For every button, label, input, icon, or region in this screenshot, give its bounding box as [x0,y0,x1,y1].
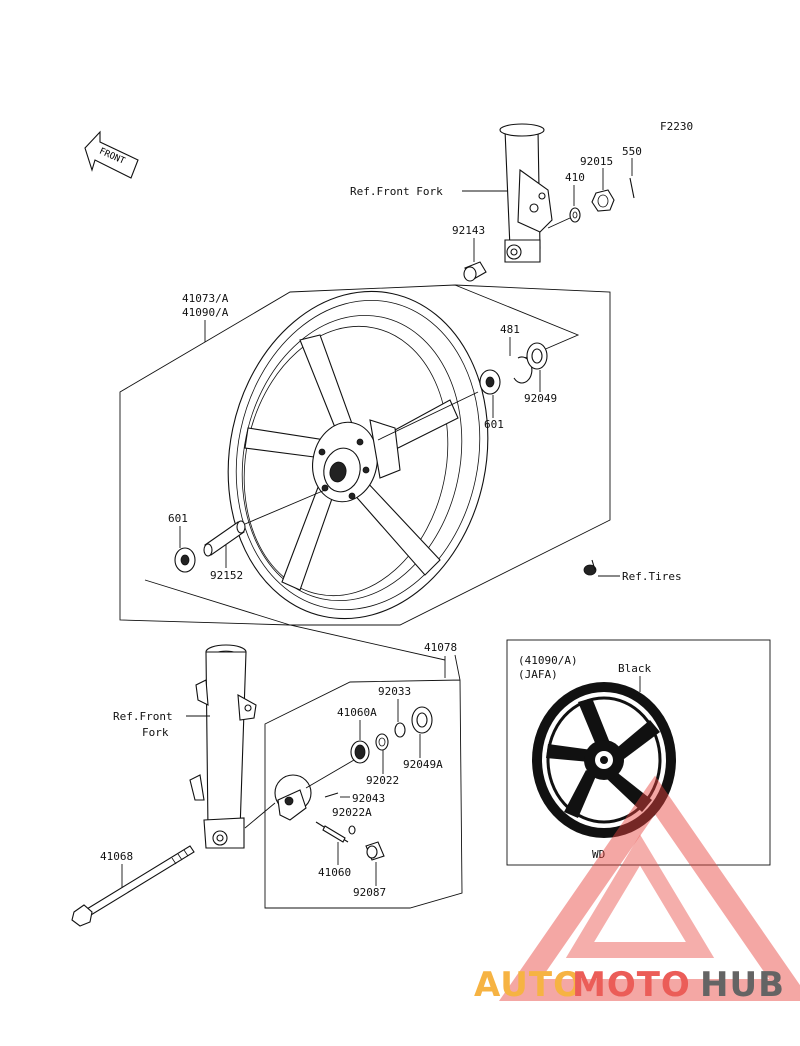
part-41090a-label: 41090/A [182,306,229,319]
part-92022a-label: 92022A [332,806,372,819]
axle-41068 [71,845,195,927]
collar-92143 [463,261,487,282]
nut-92015 [591,189,615,212]
oil-seal-92049a [411,706,433,734]
front-direction-arrow: FRONT [84,130,139,179]
inset-code-label: (41090/A) [518,654,578,667]
part-481-label: 481 [500,323,520,336]
bearing-601-right [479,369,501,395]
inset-wheel-black [532,682,676,838]
part-92049-label: 92049 [524,392,557,405]
gear-assembly-bracket [264,654,463,909]
gear-housing [274,759,355,821]
part-601-right-label: 601 [484,418,504,431]
ref-front-fork-bottom-label-1: Ref.Front [113,710,173,723]
part-92015-label: 92015 [580,155,613,168]
part-92143-label: 92143 [452,224,485,237]
washer-92022 [375,733,389,751]
tire-valve [583,559,597,576]
watermark-hub: HUB [700,965,785,1005]
part-92043-label: 92043 [352,792,385,805]
part-550-label: 550 [622,145,642,158]
part-41073a-label: 41073/A [182,292,229,305]
watermark-moto: MOTO [572,965,691,1005]
ref-front-fork-bottom-label-2: Fork [142,726,169,739]
inset-wd-label: WD [592,848,605,861]
front-fork-bottom [189,644,257,849]
part-601-left-label: 601 [168,512,188,525]
part-92033-label: 92033 [378,685,411,698]
washer-92022a [348,825,356,835]
front-fork-top [499,123,553,263]
spacer-92152 [203,520,246,557]
part-92087-label: 92087 [353,886,386,899]
part-92049a-label: 92049A [403,758,443,771]
bearing-601-left [174,547,196,573]
part-92152-label: 92152 [210,569,243,582]
ref-front-fork-top-label: Ref.Front Fork [350,185,443,198]
inset-region-label: (JAFA) [518,668,558,681]
washer-410 [569,207,581,223]
shaft-41060 [315,821,349,843]
figure-code: F2230 [660,120,693,133]
gear-41060a [350,740,370,764]
oil-seal-92049 [526,342,548,370]
automotohub-watermark: AUTO MOTO HUB [474,775,800,1005]
cotter-pin-550 [629,177,635,199]
front-wheel [227,290,489,620]
circlip-481 [513,356,533,384]
ring-92033 [394,722,406,738]
part-41060-label: 41060 [318,866,351,879]
pin-92043 [324,792,339,798]
watermark-auto: AUTO [474,965,583,1005]
inset-variant-box [506,639,771,866]
inset-color-label: Black [618,662,651,675]
part-92022-label: 92022 [366,774,399,787]
part-41078-label: 41078 [424,641,457,654]
part-41060a-label: 41060A [337,706,377,719]
part-41068-label: 41068 [100,850,133,863]
bushing-92087 [365,841,385,861]
part-410-label: 410 [565,171,585,184]
ref-tires-label: Ref.Tires [622,570,682,583]
